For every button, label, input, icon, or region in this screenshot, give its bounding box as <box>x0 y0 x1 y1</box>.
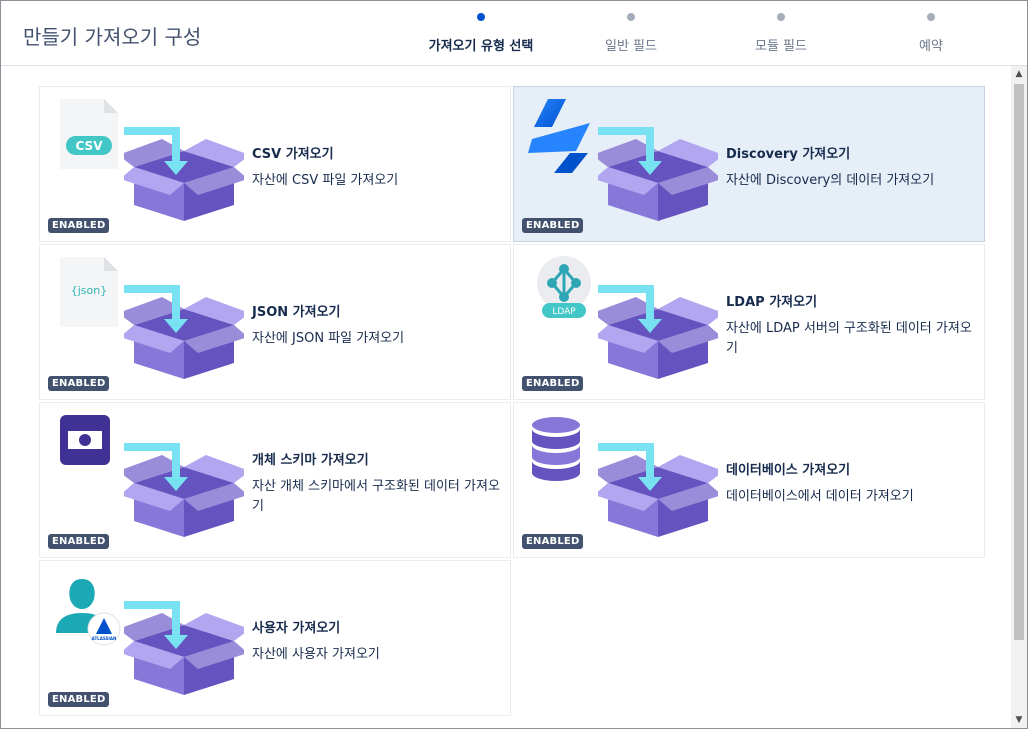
card-title: CSV 가져오기 <box>252 147 334 162</box>
step-general-fields[interactable]: 일반 필드 <box>561 13 701 54</box>
status-badge: ENABLED <box>48 376 110 391</box>
status-badge: ENABLED <box>522 376 584 391</box>
step-indicator-dot <box>927 13 935 21</box>
import-card-json[interactable]: {json} JSON 가져오기 자산에 JSON 파일 가져오기 ENABLE… <box>39 244 511 400</box>
step-schedule[interactable]: 예약 <box>861 13 1001 54</box>
card-description: 자산에 CSV 파일 가져오기 <box>252 173 399 188</box>
card-description: 자산에 LDAP 서버의 구조화된 데이터 가져오기 <box>726 321 972 356</box>
card-title: Discovery 가져오기 <box>726 147 851 162</box>
svg-text:ATLASSIAN: ATLASSIAN <box>92 636 117 641</box>
import-box-icon <box>124 443 244 537</box>
step-label: 모듈 필드 <box>755 39 807 54</box>
card-description: 자산 개체 스키마에서 구조화된 데이터 가져오기 <box>252 479 500 514</box>
scrollbar-thumb[interactable] <box>1014 84 1024 640</box>
svg-text:{json}: {json} <box>71 284 108 297</box>
csv-file-icon: CSV <box>60 99 118 169</box>
card-title: 사용자 가져오기 <box>252 621 341 636</box>
import-box-icon <box>598 285 718 379</box>
user-icon: ATLASSIAN <box>56 579 121 646</box>
ldap-icon: LDAP <box>537 256 591 318</box>
scroll-down-arrow-icon[interactable]: ▼ <box>1015 715 1023 725</box>
import-card-users[interactable]: ATLASSIAN 사용자 가져오기 자산에 사용자 가져오기 ENABLED <box>39 560 511 716</box>
status-badge: ENABLED <box>522 218 584 233</box>
status-badge: ENABLED <box>522 534 584 549</box>
import-type-grid: CSV CSV 가져오기 자산에 CSV 파일 가져오기 ENABLED <box>1 66 1011 728</box>
vertical-scrollbar[interactable]: ▲ ▼ <box>1011 66 1027 728</box>
database-icon <box>532 417 580 481</box>
dialog-title: 만들기 가져오기 구성 <box>23 25 202 49</box>
import-card-csv[interactable]: CSV CSV 가져오기 자산에 CSV 파일 가져오기 ENABLED <box>39 86 511 242</box>
step-indicator-dot <box>627 13 635 21</box>
import-box-icon <box>124 285 244 379</box>
step-indicator-dot <box>477 13 485 21</box>
object-schema-icon <box>60 415 110 465</box>
step-label: 가져오기 유형 선택 <box>428 39 534 54</box>
svg-text:CSV: CSV <box>76 139 104 153</box>
import-box-icon <box>124 601 244 695</box>
status-badge: ENABLED <box>48 218 110 233</box>
step-select-import-type[interactable]: 가져오기 유형 선택 <box>411 13 551 54</box>
discovery-icon <box>528 99 590 173</box>
card-title: 데이터베이스 가져오기 <box>726 463 851 478</box>
import-card-discovery[interactable]: Discovery 가져오기 자산에 Discovery의 데이터 가져오기 E… <box>513 86 985 242</box>
step-indicator-dot <box>777 13 785 21</box>
card-title: LDAP 가져오기 <box>726 295 818 310</box>
step-module-fields[interactable]: 모듈 필드 <box>711 13 851 54</box>
json-file-icon: {json} <box>60 257 118 327</box>
import-card-ldap[interactable]: LDAP LDAP 가져오기 자산에 LDAP 서버의 구조화된 데이터 가져오… <box>513 244 985 400</box>
import-card-database[interactable]: 데이터베이스 가져오기 데이터베이스에서 데이터 가져오기 ENABLED <box>513 402 985 558</box>
import-box-icon <box>598 127 718 221</box>
dialog-header: 만들기 가져오기 구성 가져오기 유형 선택 일반 필드 모듈 필드 예약 <box>1 1 1027 66</box>
card-description: 자산에 JSON 파일 가져오기 <box>252 331 405 346</box>
card-description: 데이터베이스에서 데이터 가져오기 <box>726 489 914 504</box>
card-title: JSON 가져오기 <box>252 305 341 320</box>
card-description: 자산에 사용자 가져오기 <box>252 647 380 662</box>
status-badge: ENABLED <box>48 692 110 707</box>
svg-text:LDAP: LDAP <box>552 307 576 317</box>
import-card-object-schema[interactable]: 개체 스키마 가져오기 자산 개체 스키마에서 구조화된 데이터 가져오기 EN… <box>39 402 511 558</box>
step-label: 예약 <box>919 39 943 54</box>
card-description: 자산에 Discovery의 데이터 가져오기 <box>726 173 935 188</box>
step-label: 일반 필드 <box>605 39 657 54</box>
card-title: 개체 스키마 가져오기 <box>252 453 369 468</box>
status-badge: ENABLED <box>48 534 110 549</box>
import-box-icon <box>124 127 244 221</box>
import-box-icon <box>598 443 718 537</box>
scroll-up-arrow-icon[interactable]: ▲ <box>1015 69 1023 79</box>
